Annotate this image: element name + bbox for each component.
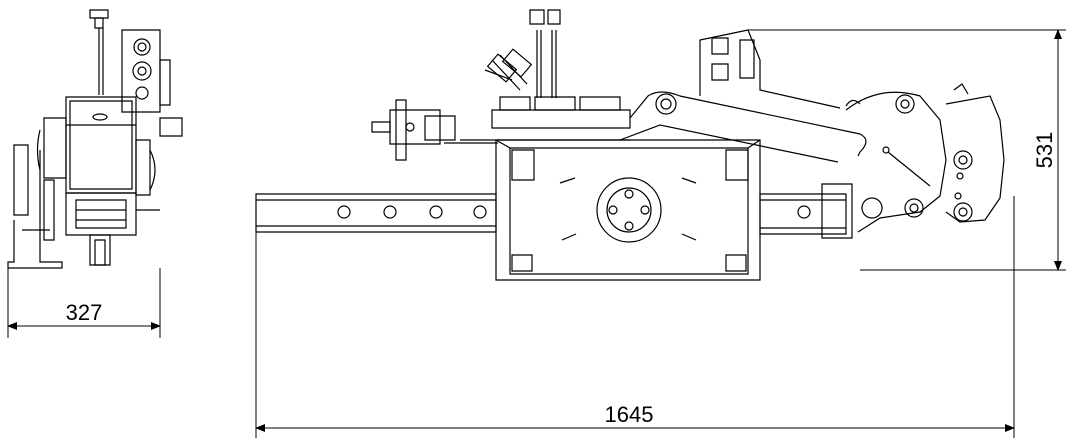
main-view xyxy=(256,10,1004,280)
height-dimension-label: 531 xyxy=(1032,132,1057,169)
length-dimension xyxy=(255,196,1015,438)
length-dimension-label: 1645 xyxy=(605,402,654,427)
width-dimension-label: 327 xyxy=(66,300,103,325)
width-dimension xyxy=(7,268,161,338)
side-view xyxy=(8,10,182,268)
height-dimension xyxy=(748,29,1066,271)
